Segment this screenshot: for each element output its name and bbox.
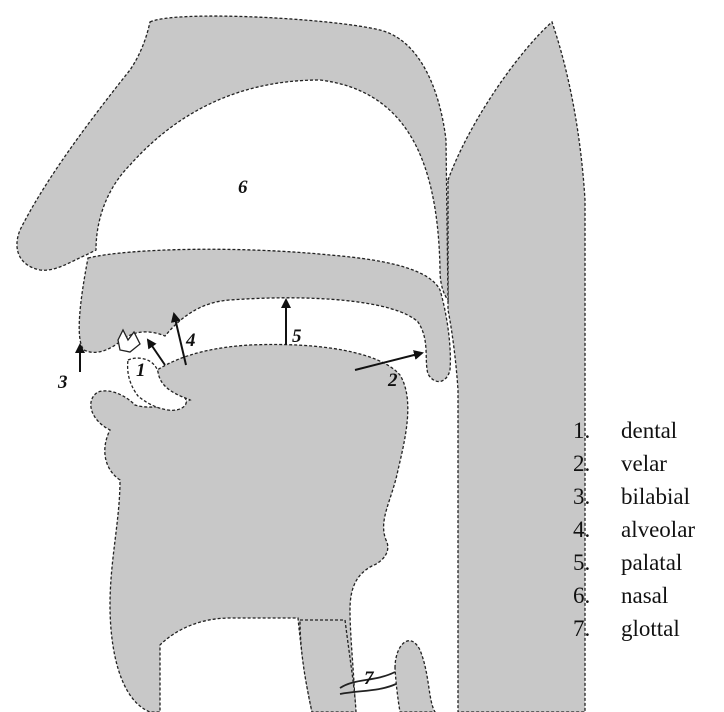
tongue-jaw [91,344,408,712]
legend-item-number: 1. [573,414,621,447]
place-number-2: 2 [387,370,398,391]
places-of-articulation-legend: 1.dental 2.velar 3.bilabial 4.alveolar 5… [573,414,695,645]
legend-item-label: dental [621,418,677,443]
legend-item-number: 2. [573,447,621,480]
arrow-alveolar [174,314,186,365]
place-number-4: 4 [185,330,196,351]
legend-item-number: 7. [573,612,621,645]
legend-item: 3.bilabial [573,480,695,513]
legend-item-number: 5. [573,546,621,579]
glottis-right [395,641,435,712]
legend-item: 7.glottal [573,612,695,645]
legend-item-number: 3. [573,480,621,513]
legend-item: 1.dental [573,414,695,447]
legend-item-label: bilabial [621,484,690,509]
legend-item: 2.velar [573,447,695,480]
pharynx-wall [448,22,585,712]
legend-item: 6.nasal [573,579,695,612]
place-number-5: 5 [292,326,302,347]
legend-item: 5.palatal [573,546,695,579]
place-number-1: 1 [136,360,146,381]
legend-item-label: nasal [621,583,668,608]
legend-item-label: palatal [621,550,682,575]
legend-item-label: velar [621,451,667,476]
legend-item-number: 4. [573,513,621,546]
arrow-dental [148,340,165,365]
legend-item: 4.alveolar [573,513,695,546]
legend-item-number: 6. [573,579,621,612]
place-number-7: 7 [364,668,375,689]
place-number-3: 3 [57,372,68,393]
legend-item-label: glottal [621,616,680,641]
place-number-6: 6 [238,177,248,198]
legend-item-label: alveolar [621,517,695,542]
